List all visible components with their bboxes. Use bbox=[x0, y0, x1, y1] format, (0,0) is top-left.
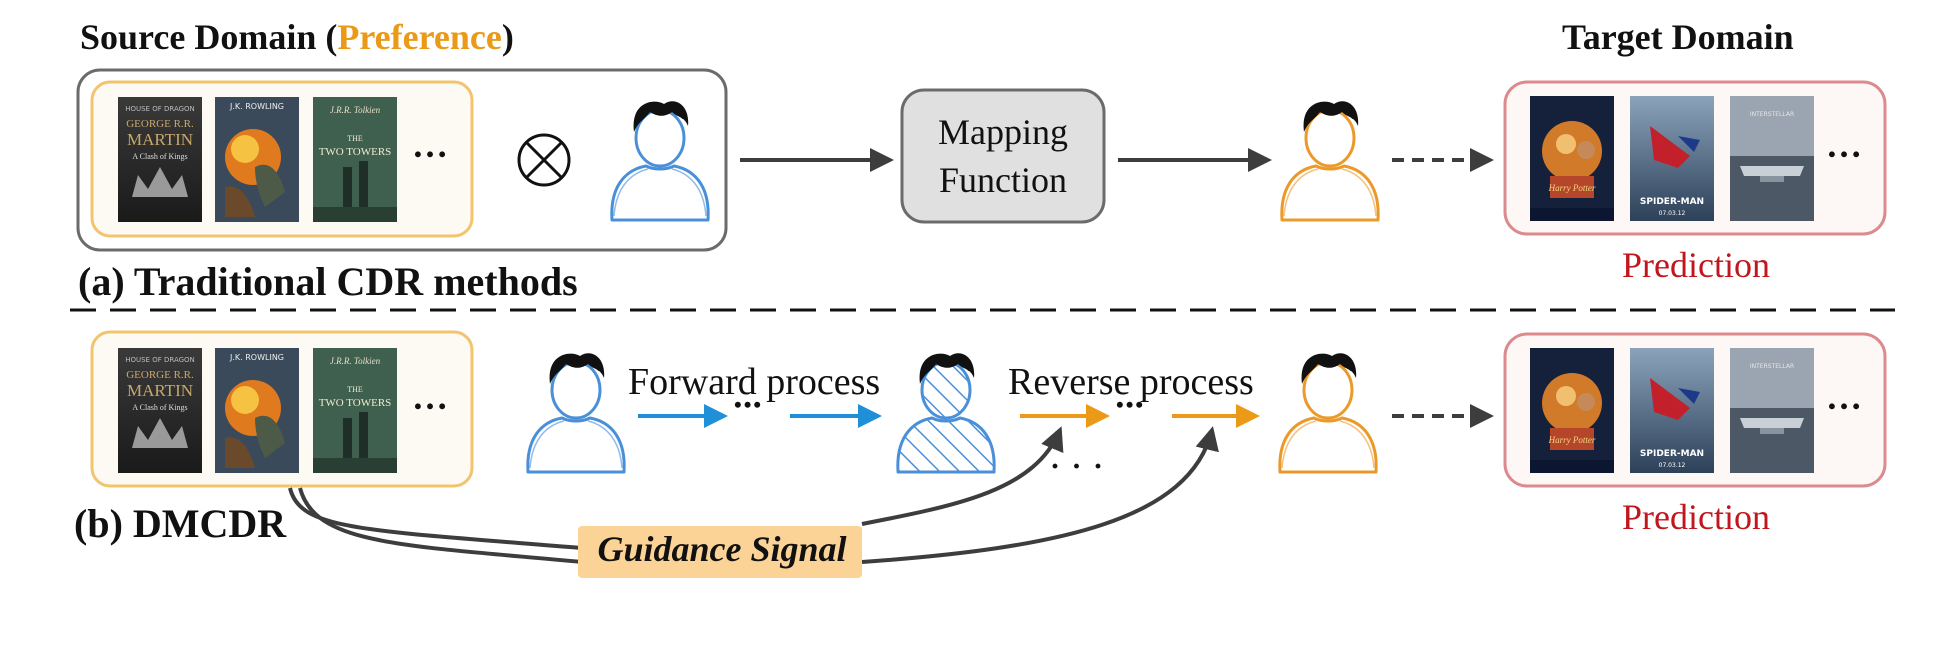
source-domain-title: Source Domain (Preference) bbox=[80, 16, 514, 58]
user-icon-blue-a bbox=[609, 99, 711, 222]
prediction-label-b: Prediction bbox=[1622, 497, 1770, 537]
user-icon-blue-b bbox=[525, 351, 627, 474]
movie-poster-spider-man-b bbox=[1630, 348, 1714, 473]
book-cover-two-towers-a bbox=[313, 97, 397, 222]
movie-poster-spider-man-a bbox=[1630, 96, 1714, 221]
movie-poster-harry-potter-a bbox=[1530, 96, 1614, 221]
reverse-dots: ••• bbox=[1116, 392, 1146, 417]
guidance-signal-box bbox=[578, 526, 862, 578]
book-cover-harry-potter-a bbox=[215, 97, 299, 222]
movie-poster-harry-potter-b bbox=[1530, 348, 1614, 473]
section-label-a: (a) Traditional CDR methods bbox=[78, 259, 578, 304]
guidance-curve-lower bbox=[298, 487, 583, 564]
guidance-curve-upper bbox=[288, 487, 583, 550]
section-label-b: (b) DMCDR bbox=[74, 501, 287, 546]
movie-poster-interstellar-b bbox=[1730, 348, 1814, 473]
forward-process-label: Forward process bbox=[628, 361, 881, 403]
movie-list-ellipsis-a: … bbox=[1826, 125, 1864, 165]
target-domain-title: Target Domain bbox=[1562, 17, 1794, 57]
prediction-label-a: Prediction bbox=[1622, 245, 1770, 285]
source-title-pre: Source Domain ( bbox=[80, 17, 338, 57]
user-icon-hatched bbox=[895, 351, 997, 474]
source-title-preference: Preference bbox=[337, 17, 502, 57]
book-cover-clash-of-kings-b bbox=[118, 348, 202, 473]
reverse-process-label: Reverse process bbox=[1008, 361, 1254, 403]
book-list-ellipsis-b: … bbox=[412, 377, 450, 417]
book-cover-two-towers-b bbox=[313, 348, 397, 473]
mapping-line-2: Function bbox=[938, 160, 1067, 200]
movie-list-ellipsis-b: … bbox=[1826, 377, 1864, 417]
mapping-function-label: Mapping Function bbox=[902, 108, 1104, 204]
middle-dots: · · · bbox=[1050, 450, 1106, 483]
forward-dots: ••• bbox=[734, 392, 764, 417]
book-list-ellipsis-a: … bbox=[412, 125, 450, 165]
book-cover-harry-potter-b bbox=[215, 348, 299, 473]
book-cover-clash-of-kings-a bbox=[118, 97, 202, 222]
otimes-icon bbox=[517, 133, 571, 187]
source-title-post: ) bbox=[501, 17, 514, 57]
guidance-signal-label: Guidance Signal bbox=[597, 529, 847, 569]
guidance-arrow-to-reverse-1 bbox=[861, 426, 1064, 526]
mapping-function-box bbox=[900, 88, 1106, 224]
mapping-line-1: Mapping bbox=[938, 112, 1068, 152]
guidance-arrow-to-reverse-2 bbox=[861, 426, 1219, 564]
user-icon-orange-a bbox=[1279, 99, 1381, 222]
user-icon-orange-b bbox=[1277, 351, 1379, 474]
movie-poster-interstellar-a bbox=[1730, 96, 1814, 221]
otimes-icon-stroke2 bbox=[524, 140, 564, 180]
source-domain-outer-box bbox=[76, 68, 728, 252]
